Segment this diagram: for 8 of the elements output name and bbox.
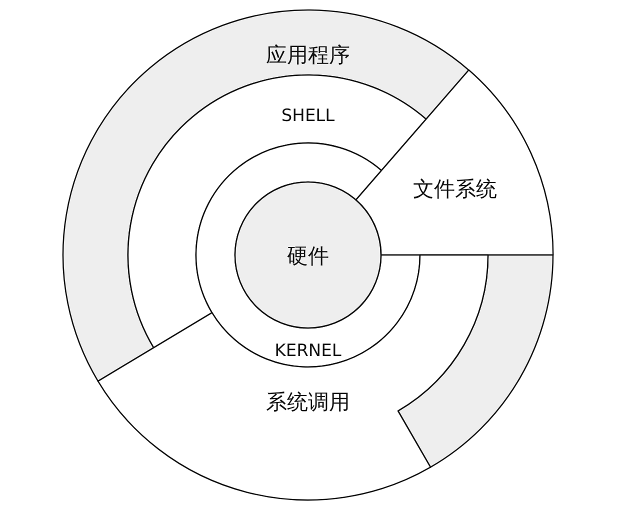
region-label: 系统调用 xyxy=(266,389,350,416)
region-label: 硬件 xyxy=(287,243,329,270)
region-label: 文件系统 xyxy=(412,176,497,203)
region-label: KERNEL xyxy=(274,341,342,361)
region-label: SHELL xyxy=(281,106,335,126)
core-circle xyxy=(235,182,381,328)
region-label: 应用程序 xyxy=(266,42,350,69)
wedge-sector xyxy=(356,70,553,255)
